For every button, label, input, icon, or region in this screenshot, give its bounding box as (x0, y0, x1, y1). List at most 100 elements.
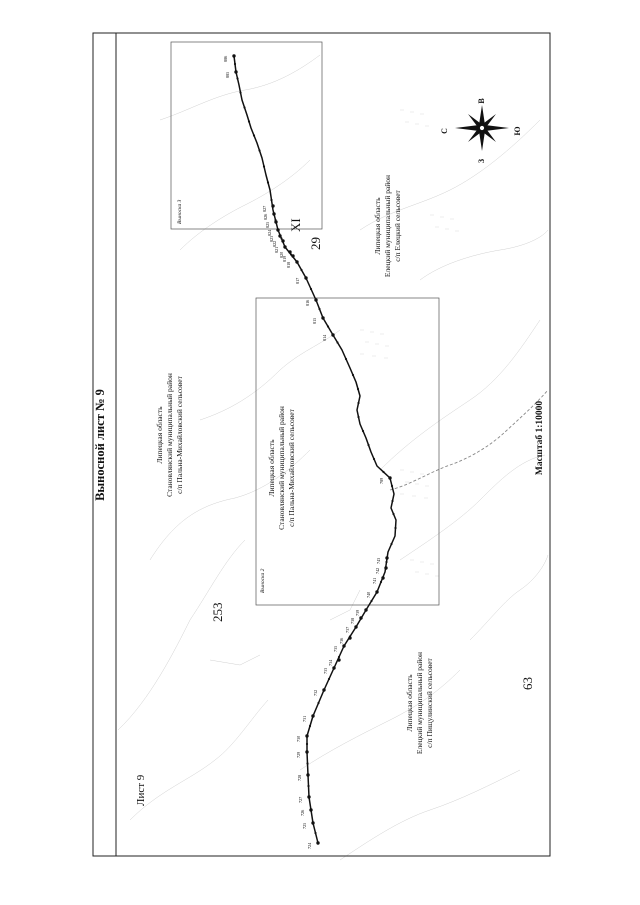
route-vertex (307, 795, 311, 799)
route-point-label: 724 (307, 842, 312, 849)
route-vertex (233, 62, 237, 66)
route-point-label: 789 (379, 478, 384, 484)
route-vertex (258, 149, 261, 152)
compass-label-north: С (440, 128, 449, 134)
route-point-label: 736 (339, 638, 344, 644)
compass-ray-left (455, 125, 479, 131)
route-vertex (326, 325, 330, 328)
route-vertex (278, 234, 282, 238)
route-vertex (394, 526, 397, 530)
route-vertex (344, 357, 348, 361)
route-vertex (272, 212, 276, 216)
route-point-label: 819 (282, 256, 287, 262)
route-vertex (316, 841, 320, 845)
region-line: Елецкий муниципальный район (383, 175, 392, 277)
compass-label-east: В (477, 98, 486, 104)
region-line: Липецкая область (155, 406, 164, 464)
route-vertex (288, 250, 292, 254)
route-vertex (321, 316, 325, 320)
route-vertex (266, 181, 270, 184)
route-point-label: 734 (328, 659, 333, 666)
region-line: с/п Пальна-Михайловский сельсовет (287, 408, 296, 526)
route-vertex (314, 298, 318, 302)
route-vertex (390, 484, 394, 488)
route-vertex (332, 666, 336, 670)
sheet-title: Выносной лист № 9 (93, 389, 107, 501)
route-point-label: 728 (297, 775, 302, 781)
route-point-label: 827 (262, 206, 267, 212)
route-point-label: 737 (345, 627, 350, 633)
route-vertex (384, 566, 388, 570)
route-point-label: 815 (312, 318, 317, 324)
route-point-label: 738 (350, 618, 355, 624)
route-vertex (306, 773, 310, 777)
route-vertex (351, 373, 355, 377)
route-vertex (300, 268, 303, 272)
route-vertex (308, 724, 312, 728)
rotated-labels: Выносной лист № 9 Лист 9 Масштаб 1:10000… (93, 175, 545, 806)
inset-2-label: Выноска 2 (260, 568, 266, 593)
route-point-label: 725 (302, 823, 307, 829)
region-line: Елецкий муниципальный район (415, 652, 424, 754)
route-point-label: 731 (302, 716, 307, 722)
route-vertex (274, 218, 277, 222)
route-point-label: 821 (274, 247, 279, 253)
region-yeletsky-pishulinsky: Липецкая область Елецкий муниципальный р… (405, 652, 434, 754)
route-point-label: 817 (295, 278, 300, 284)
route-vertex (317, 701, 320, 705)
route-vertex (274, 220, 278, 224)
background-mark-xi: XI (288, 218, 303, 232)
route-vertex (295, 260, 299, 264)
route-point-label: 818 (286, 262, 291, 268)
inset-2-frame (255, 297, 440, 606)
region-line: Становлянский муниципальный район (277, 406, 286, 530)
route-vertex (381, 576, 385, 580)
route-point-label: 822 (272, 241, 277, 247)
region-line: Липецкая область (405, 674, 414, 732)
route-point-label: 825 (265, 222, 270, 228)
route-vertex (236, 77, 239, 80)
route-vertex (342, 644, 346, 648)
region-line: с/п Елецкий сельсовет (393, 189, 402, 261)
background-topography (117, 54, 549, 861)
route-vertex (322, 688, 326, 692)
route-vertex (234, 70, 238, 74)
compass-ray-right (485, 125, 509, 131)
sheet-label: Лист 9 (135, 774, 147, 806)
route-point-label: 743 (376, 558, 381, 564)
route-vertex (372, 457, 376, 461)
region-line: Липецкая область (267, 439, 276, 497)
route-vertex (305, 750, 309, 754)
route-point-label: 732 (313, 690, 318, 696)
route-vertex (311, 714, 315, 718)
region-line: Становлянский муниципальный район (165, 373, 174, 497)
route-vertex (291, 254, 295, 258)
route-vertex (232, 54, 236, 58)
route-point-label: 733 (323, 668, 328, 674)
route-vertex (391, 499, 394, 503)
region-stanovlyansky-center: Липецкая область Становлянский муниципал… (267, 406, 296, 530)
route-point-label: 739 (355, 610, 360, 616)
route-vertex (305, 742, 309, 746)
route-point-label: 826 (263, 214, 268, 220)
route-point-label: 824 (267, 229, 272, 236)
route-vertex (382, 470, 385, 474)
background-mark-29: 29 (308, 237, 323, 250)
route-vertex (280, 237, 283, 240)
region-line: с/п Пальна-Михайловский сельсовет (175, 375, 184, 493)
route-vertex (379, 580, 383, 584)
sheet-outer-frame (92, 32, 551, 857)
route-vertex (276, 228, 280, 232)
route-vertex (304, 276, 308, 280)
route-vertex (314, 831, 317, 835)
scale-label: Масштаб 1:10000 (534, 401, 545, 476)
route-vertex (375, 590, 379, 594)
route-vertex (309, 287, 313, 291)
route-vertex (385, 556, 389, 560)
route-vertex (262, 165, 266, 168)
route-vertex (390, 542, 393, 546)
route-vertex (336, 341, 339, 344)
route-vertex (367, 443, 370, 447)
route-vertex (305, 734, 309, 738)
region-stanovlyansky-top: Липецкая область Становлянский муниципал… (155, 373, 184, 497)
